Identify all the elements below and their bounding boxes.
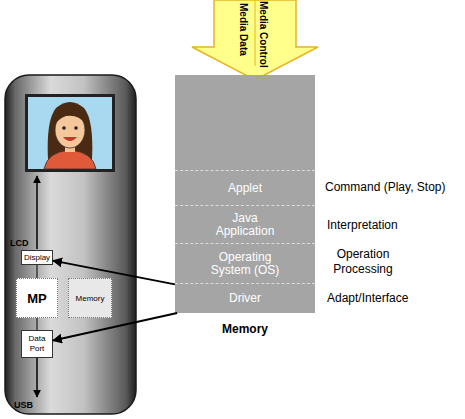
screen-frame: [25, 94, 115, 172]
lcd-screen: [28, 97, 112, 169]
component-name: Data Port: [23, 334, 51, 354]
layer-role: Command (Play, Stop): [325, 180, 446, 194]
face-eye: [62, 126, 66, 130]
lcd-arrow: [36, 176, 38, 249]
component-name: Display: [24, 253, 50, 262]
face-shoulders: [44, 150, 96, 169]
layer-name: Operating System (OS): [205, 251, 285, 277]
component-box: Data Port: [21, 330, 53, 358]
media-arrow: Media Data Media Control: [192, 0, 318, 80]
face-eye: [74, 126, 78, 130]
memory-stack: MemoryAppletJava ApplicationOperating Sy…: [175, 75, 315, 313]
software-layer: Applet: [175, 170, 315, 205]
connector-line: [37, 318, 38, 330]
software-layer: Driver: [175, 283, 315, 313]
arrow-shape: [192, 0, 318, 80]
layer-role: Adapt/Interface: [327, 291, 408, 305]
component-box: Display: [21, 250, 53, 265]
face-hair: [48, 102, 93, 160]
face-smile: [63, 137, 77, 141]
arrow-divider: [255, 0, 256, 66]
layer-role: Operation Processing: [323, 247, 403, 277]
processor-box: MP: [16, 278, 58, 318]
media-control-text: Media Control: [258, 1, 269, 68]
usb-arrow: [36, 358, 38, 397]
stack-heading: Memory: [175, 322, 315, 336]
layer-role: Interpretation: [327, 218, 398, 232]
software-layer: Operating System (OS): [175, 243, 315, 283]
memory-box: Memory: [68, 278, 112, 318]
arrow-outline: [192, 0, 318, 80]
layer-name: Applet: [228, 182, 262, 195]
media-data-text: Media Data: [238, 3, 249, 56]
software-layer: Java Application: [175, 205, 315, 243]
phone-body: [5, 75, 136, 414]
component-name: Memory: [76, 294, 105, 303]
face-fringe: [55, 108, 86, 124]
part-label: USB: [14, 400, 33, 410]
component-name: MP: [27, 291, 47, 306]
layer-name: Driver: [229, 292, 261, 305]
part-label: LCD: [10, 238, 29, 248]
layer-name: Java Application: [205, 212, 285, 238]
connector-line: [37, 265, 38, 278]
